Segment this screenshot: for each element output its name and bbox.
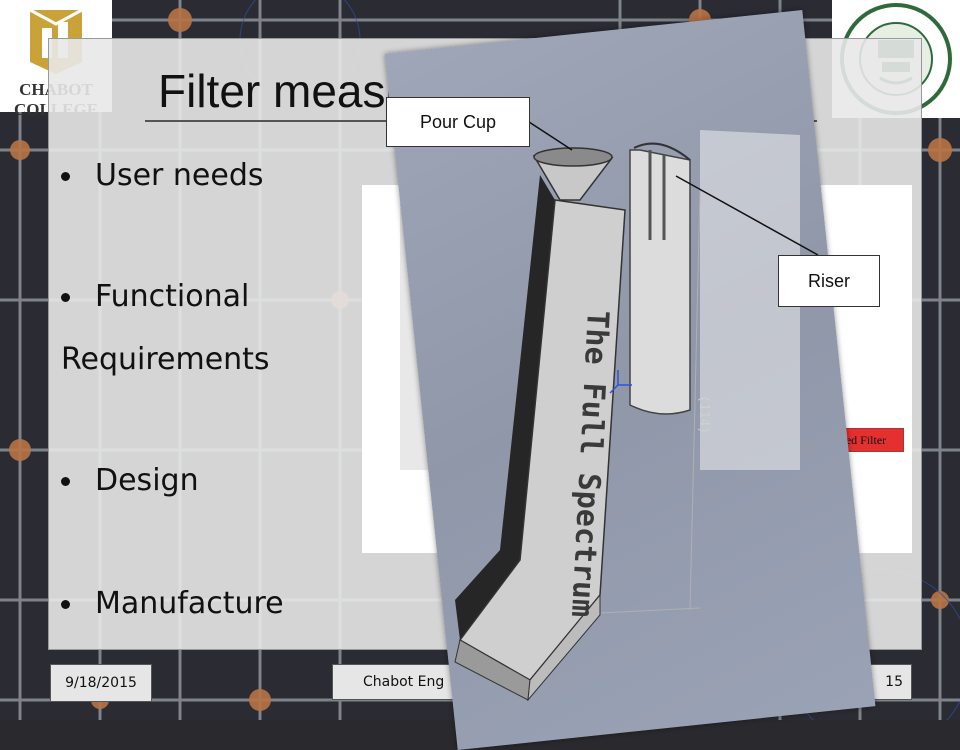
bullet-design: Design — [61, 463, 199, 498]
footer-page-number: 15 — [885, 674, 903, 690]
bullet-text: Design — [95, 463, 199, 498]
riser-leader — [675, 175, 819, 256]
pour-cup-leader — [525, 119, 573, 151]
bullet-text: User needs — [95, 158, 264, 193]
bullet-text: Manufacture — [95, 586, 284, 621]
bullet-continuation: Requirements — [61, 342, 270, 377]
bullet-text: Functional — [95, 279, 250, 314]
cad-model-drawing: (114) The Full Spectrum — [454, 119, 819, 702]
bullet-dot — [61, 172, 70, 181]
riser-body — [629, 149, 691, 415]
bullet-dot — [61, 600, 70, 609]
axis-triad — [609, 370, 632, 394]
bullet-dot — [61, 477, 70, 486]
bullet-manufacture: Manufacture — [61, 586, 284, 621]
footer-date: 9/18/2015 — [50, 664, 152, 702]
pour-cup-callout: Pour Cup — [386, 97, 530, 147]
bullet-dot — [61, 293, 70, 302]
riser-callout: Riser — [778, 255, 880, 307]
footer-center-text: Chabot Eng — [363, 674, 445, 690]
body-dark-side — [455, 175, 555, 640]
dimension-label: (114) — [696, 395, 711, 434]
bullet-functional: Functional — [61, 279, 250, 314]
bullet-user-needs: User needs — [61, 158, 264, 193]
